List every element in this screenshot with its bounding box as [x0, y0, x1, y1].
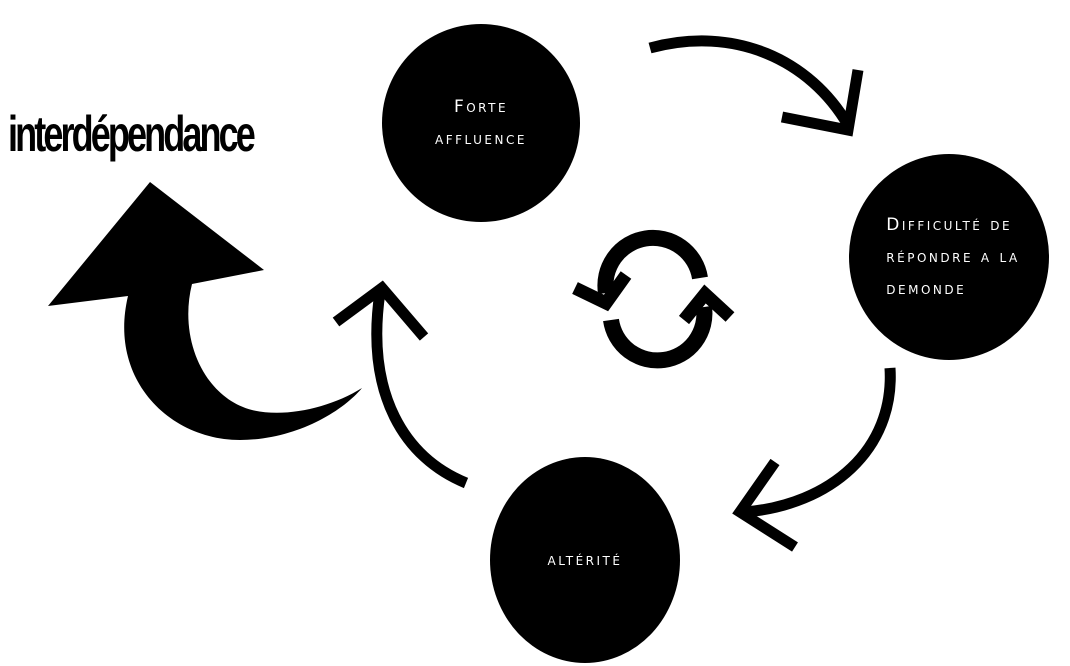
- node-label: Forte affluence: [435, 97, 527, 149]
- refresh-cycle-icon: [572, 229, 735, 369]
- curved-up-arrow-icon: [48, 182, 362, 440]
- arrow-left: [332, 280, 469, 489]
- arrow-top-right: [648, 35, 864, 137]
- node-label: Difficulté de répondre a la demonde: [886, 215, 1020, 299]
- cycle-node-forte-affluence: Forte affluence: [382, 24, 580, 222]
- node-label: altérité: [547, 550, 623, 570]
- arrow-bottom-right: [732, 367, 896, 552]
- diagram-title: interdépendance: [8, 106, 256, 162]
- cycle-node-difficulte: Difficulté de répondre a la demonde: [849, 154, 1049, 360]
- cycle-node-alterite: altérité: [490, 457, 680, 663]
